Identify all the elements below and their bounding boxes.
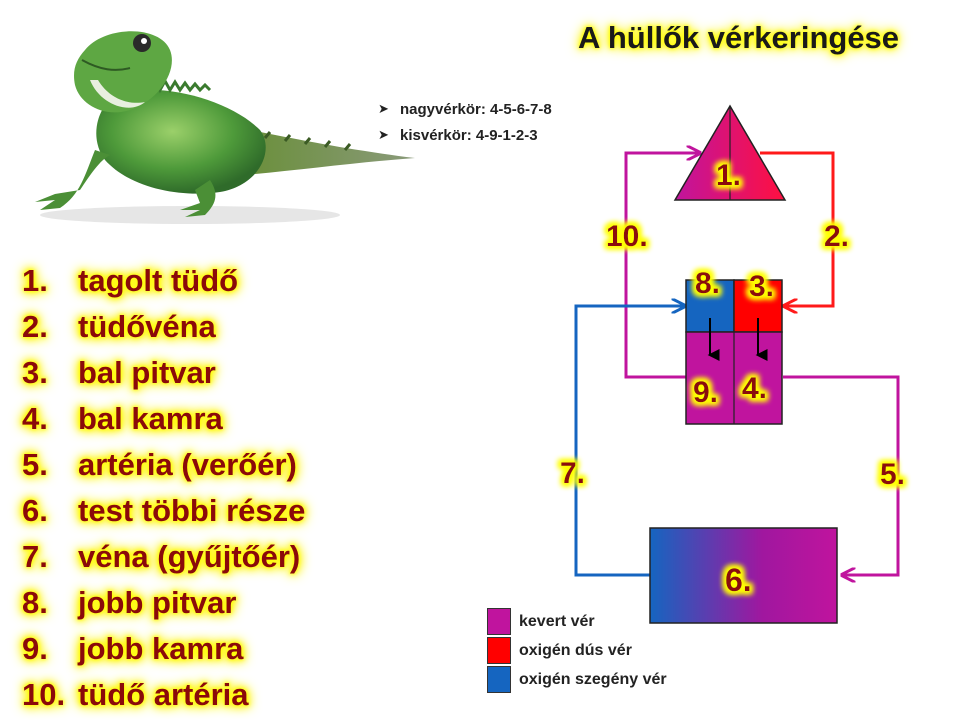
left-ventricle-label: 4. <box>742 372 767 405</box>
pulmonary-vein-label: 2. <box>824 220 849 253</box>
legend-entry-label: oxigén dús vér <box>519 641 632 659</box>
body-shape <box>649 527 838 624</box>
list-item-label: jobb kamra <box>78 631 244 666</box>
legend-entry: oxigén dús vér <box>487 636 667 665</box>
list-item-number: 9. <box>22 631 48 666</box>
lizard-illustration <box>35 31 415 224</box>
list-item-label: tüdővéna <box>78 309 216 344</box>
list-item: 4. bal kamra <box>22 396 305 442</box>
legend-entry-label: oxigén szegény vér <box>519 670 667 688</box>
page-title: A hüllők vérkeringése <box>578 20 900 55</box>
list-item: 8. jobb pitvar <box>22 580 305 626</box>
list-item: 9. jobb kamra <box>22 626 305 672</box>
lung-label: 1. <box>716 159 741 192</box>
list-item-number: 8. <box>22 585 48 620</box>
list-item-number: 4. <box>22 401 48 436</box>
list-item: 6. test többi része <box>22 488 305 534</box>
list-item-number: 3. <box>22 355 48 390</box>
list-item-label: bal kamra <box>78 401 223 436</box>
circuit-note-label: kisvérkör: 4-9-1-2-3 <box>400 126 538 144</box>
color-legend: kevert vér oxigén dús vér oxigén szegény… <box>487 607 667 694</box>
list-item: 3. bal pitvar <box>22 350 305 396</box>
artery-label: 5. <box>880 458 905 491</box>
circuit-note: ➤ kisvérkör: 4-9-1-2-3 <box>378 122 552 148</box>
list-item-label: test többi része <box>78 493 306 528</box>
circuit-note: ➤ nagyvérkör: 4-5-6-7-8 <box>378 96 552 122</box>
legend-entry-label: kevert vér <box>519 612 595 630</box>
parts-list: 1. tagolt tüdő 2. tüdővéna 3. bal pitvar 4.… <box>22 258 305 718</box>
legend-entry: oxigén szegény vér <box>487 665 667 694</box>
list-item-number: 1. <box>22 263 48 298</box>
list-item-label: véna (gyűjtőér) <box>78 539 301 574</box>
list-item-number: 5. <box>22 447 48 482</box>
list-item-number: 2. <box>22 309 48 344</box>
pulmonary-artery-label: 10. <box>606 220 648 253</box>
arrowhead-bullet-icon: ➤ <box>378 101 389 116</box>
right-ventricle-label: 9. <box>693 376 718 409</box>
list-item-number: 6. <box>22 493 48 528</box>
right-atrium-label: 8. <box>695 267 720 300</box>
list-item-label: jobb pitvar <box>78 585 237 620</box>
pulmonary-vein-vessel <box>760 151 835 306</box>
list-item-label: bal pitvar <box>78 355 216 390</box>
pulmonary-artery-vessel <box>624 153 700 379</box>
body-label: 6. <box>725 562 752 598</box>
list-item-label: tüdő artéria <box>78 677 249 712</box>
list-item: 7. véna (gyűjtőér) <box>22 534 305 580</box>
vein-label: 7. <box>560 457 585 490</box>
vein-vessel <box>574 306 685 577</box>
arrowhead-bullet-icon: ➤ <box>378 127 389 142</box>
list-item: 1. tagolt tüdő <box>22 258 305 304</box>
oxygen-rich-swatch <box>487 637 511 664</box>
list-item-label: artéria (verőér) <box>78 447 297 482</box>
list-item: 2. tüdővéna <box>22 304 305 350</box>
list-item: 5. artéria (verőér) <box>22 442 305 488</box>
artery-vessel <box>783 375 900 575</box>
left-atrium-label: 3. <box>749 270 774 303</box>
oxygen-poor-swatch <box>487 666 511 693</box>
legend-entry: kevert vér <box>487 607 667 636</box>
list-item: 10. tüdő artéria <box>22 672 305 718</box>
list-item-label: tagolt tüdő <box>78 263 239 298</box>
list-item-number: 7. <box>22 539 48 574</box>
list-item-number: 10. <box>22 677 66 712</box>
circuit-note-label: nagyvérkör: 4-5-6-7-8 <box>400 100 552 118</box>
circuit-notes: ➤ nagyvérkör: 4-5-6-7-8 ➤ kisvérkör: 4-9-1… <box>378 96 552 148</box>
mixed-blood-swatch <box>487 608 511 635</box>
